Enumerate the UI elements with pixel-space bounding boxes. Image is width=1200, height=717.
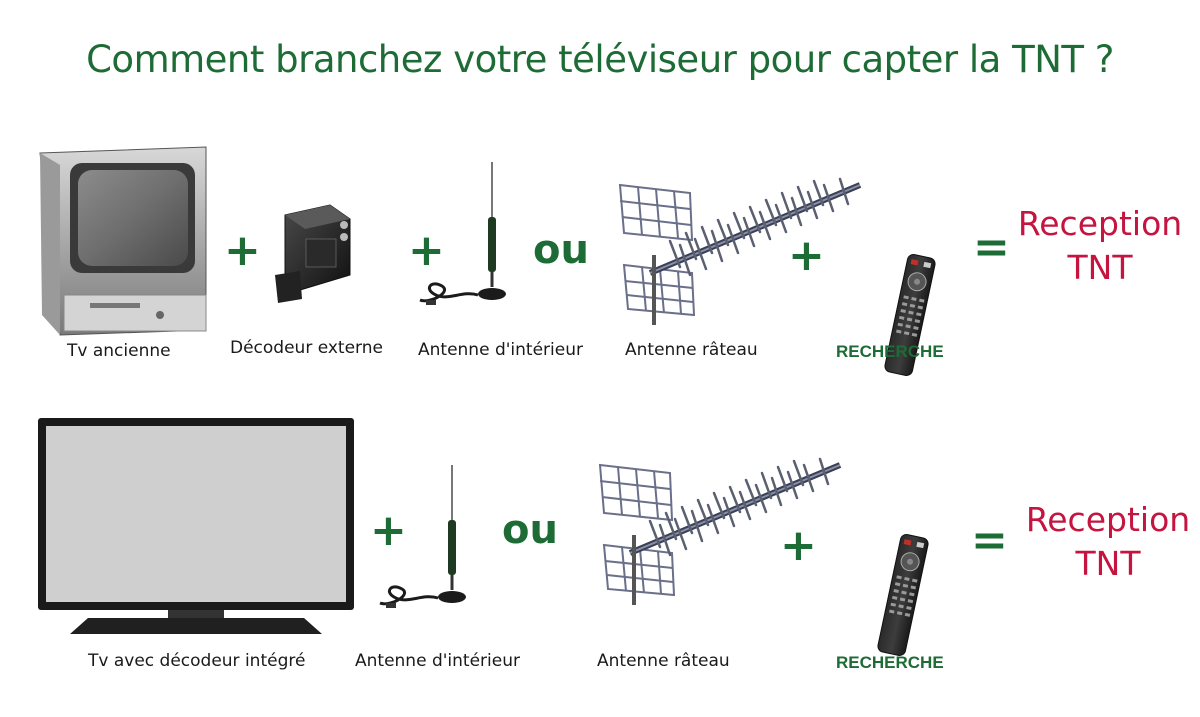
equals-operator: = — [973, 222, 1010, 273]
result-line-2: TNT — [1075, 544, 1141, 583]
decoder-icon — [275, 204, 351, 303]
equals-operator: = — [971, 515, 1008, 566]
label-tv-integrated: Tv avec décodeur intégré — [88, 651, 306, 671]
flat-tv-icon — [38, 418, 354, 634]
label-search: RECHERCHE — [836, 342, 944, 361]
crt-tv-icon — [39, 146, 207, 336]
rake-antenna-icon — [620, 185, 870, 335]
or-operator: ou — [502, 507, 558, 553]
plus-operator: + — [224, 225, 261, 276]
page-title: Comment branchez votre téléviseur pour c… — [86, 38, 1114, 81]
plus-operator: + — [780, 520, 817, 571]
plus-operator: + — [370, 505, 407, 556]
plus-operator: + — [788, 230, 825, 281]
result-text: Reception TNT — [1018, 498, 1198, 586]
label-rake-antenna: Antenne râteau — [625, 340, 758, 360]
result-text: Reception TNT — [1010, 202, 1190, 290]
label-indoor-antenna: Antenne d'intérieur — [355, 651, 520, 671]
label-rake-antenna: Antenne râteau — [597, 651, 730, 671]
result-line-2: TNT — [1067, 248, 1133, 287]
indoor-antenna-icon — [418, 160, 508, 307]
label-search: RECHERCHE — [836, 653, 944, 672]
indoor-antenna-icon — [378, 463, 468, 610]
label-tv-ancienne: Tv ancienne — [67, 341, 171, 361]
plus-operator: + — [408, 225, 445, 276]
label-decoder: Décodeur externe — [230, 338, 383, 358]
label-indoor-antenna: Antenne d'intérieur — [418, 340, 583, 360]
remote-control-icon — [876, 532, 930, 658]
result-line-1: Reception — [1017, 204, 1183, 243]
result-line-1: Reception — [1025, 500, 1191, 539]
or-operator: ou — [533, 227, 589, 273]
